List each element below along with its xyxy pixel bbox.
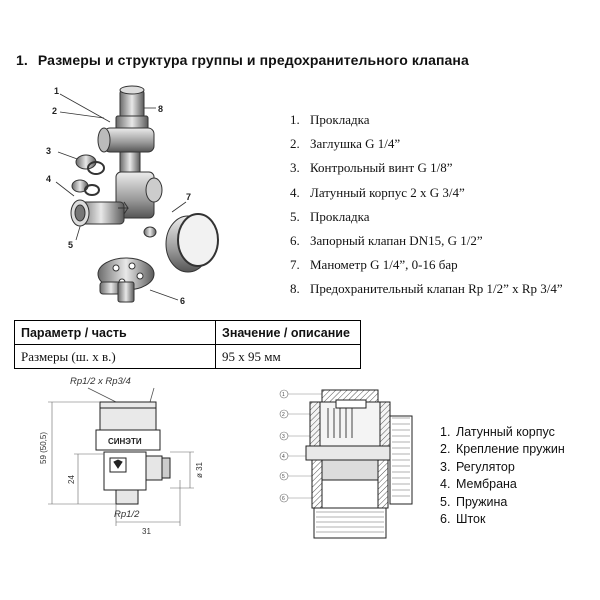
callout-8: 8 <box>158 104 163 114</box>
item-label: Прокладка <box>310 112 370 127</box>
item-number: 2. <box>440 442 451 457</box>
table-header-row: Параметр / часть Значение / описание <box>14 320 361 345</box>
parts-list-item: 8. Предохранительный клапан Rp 1/2” x Rp … <box>290 277 563 301</box>
parts-list-item: 4. Латунный корпус 2 x G 3/4” <box>290 181 563 205</box>
item-number: 3. <box>440 459 451 474</box>
table-cell: 95 x 95 мм <box>215 344 361 369</box>
valve-body-outline <box>95 401 171 505</box>
spec-table: Параметр / часть Значение / описание Раз… <box>14 320 361 369</box>
item-label: Контрольный винт G 1/8” <box>310 160 453 176</box>
parts-list-item: 7. Манометр G 1/4”, 0-16 бар <box>290 253 563 277</box>
item-label: Запорный клапан DN15, G 1/2” <box>310 233 483 249</box>
list-item: 4. Мембрана <box>440 476 565 493</box>
section-callout-3: 3 <box>282 434 285 440</box>
item-number: 7. <box>290 257 300 273</box>
item-number: 3. <box>290 160 300 176</box>
item-label: Мембрана <box>456 477 517 492</box>
section-body <box>305 389 413 539</box>
dim-diameter: ø 31 <box>195 461 204 478</box>
parts-list-item: 2. Заглушка G 1/4” <box>290 132 563 156</box>
list-item: 1. Латунный корпус <box>440 424 565 441</box>
item-number: 8. <box>290 281 300 297</box>
item-label: Манометр G 1/4”, 0-16 бар <box>310 257 458 273</box>
bottom-label: Rp1/2 <box>114 509 140 520</box>
item-number: 6. <box>290 233 300 249</box>
callout-3: 3 <box>46 146 51 156</box>
list-item: 6. Шток <box>440 511 565 528</box>
shutoff-valve-part <box>97 257 155 303</box>
top-label: Rp1/2 x Rp3/4 <box>70 376 131 387</box>
valve-parts-list: 1. Латунный корпус 2. Крепление пружин 3. Р… <box>440 424 565 528</box>
parts-list-item: 3. Контрольный винт G 1/8” <box>290 156 563 180</box>
dim-width: 31 <box>142 527 151 536</box>
brand-label: СИНЭТИ <box>108 437 142 446</box>
callout-4: 4 <box>46 174 51 184</box>
manometer-part <box>165 213 219 273</box>
cross-section-drawing: 1 2 3 4 5 6 <box>279 389 413 539</box>
item-label: Латунный корпус <box>456 425 555 439</box>
callout-1: 1 <box>54 86 59 96</box>
parts-list-item: 1. Прокладка <box>290 108 563 132</box>
item-label: Пружина <box>456 494 508 509</box>
item-number: 2. <box>290 136 300 152</box>
item-label: Латунный корпус 2 x G 3/4” <box>310 184 465 200</box>
section-callout-5: 5 <box>282 474 285 480</box>
brass-body-part <box>70 171 163 227</box>
table-row: Размеры (ш. х в.) 95 x 95 мм <box>14 344 361 369</box>
list-item: 5. Пружина <box>440 494 565 511</box>
dim-height: 59 (50,5) <box>39 432 48 464</box>
item-label: Предохранительный клапан Rp 1/2” x Rp 3/… <box>310 281 563 297</box>
section-number: 1. <box>16 52 28 68</box>
table-header: Параметр / часть <box>14 320 216 345</box>
list-item: 2. Крепление пружин <box>440 441 565 458</box>
item-number: 6. <box>440 512 451 527</box>
item-label: Прокладка <box>310 208 370 224</box>
item-number: 5. <box>440 494 451 509</box>
list-item: 3. Регулятор <box>440 459 565 476</box>
section-heading: 1. Размеры и структура группы и предохран… <box>16 52 469 68</box>
item-label: Крепление пружин <box>456 442 565 457</box>
section-callout-2: 2 <box>282 412 285 418</box>
item-number: 1. <box>290 112 300 127</box>
parts-list-item: 5. Прокладка <box>290 205 563 229</box>
item-label: Шток <box>456 512 486 527</box>
callout-6: 6 <box>180 296 185 306</box>
item-number: 4. <box>440 477 451 492</box>
section-callout-4: 4 <box>282 454 285 460</box>
dimension-drawing: Rp1/2 x Rp3/4 СИНЭТИ 59 (50,5) 24 ø 31 3… <box>39 376 204 536</box>
section-callout-6: 6 <box>282 496 285 502</box>
item-label: Заглушка G 1/4” <box>310 136 401 152</box>
section-callout-1: 1 <box>282 392 285 398</box>
callout-2: 2 <box>52 106 57 116</box>
dim-inner: 24 <box>67 475 76 484</box>
parts-list-item: 6. Запорный клапан DN15, G 1/2” <box>290 229 563 253</box>
item-number: 4. <box>290 184 300 200</box>
item-number: 1. <box>440 425 451 439</box>
item-label: Регулятор <box>456 459 515 474</box>
exploded-view-illustration: 1 2 3 4 5 6 7 8 <box>46 85 219 306</box>
section-title: Размеры и структура группы и предохранит… <box>37 52 469 68</box>
item-number: 5. <box>290 208 300 224</box>
callout-5: 5 <box>68 240 73 250</box>
safety-valve-part <box>97 85 155 175</box>
callout-7: 7 <box>186 192 191 202</box>
table-header: Значение / описание <box>215 320 361 345</box>
parts-list: 1. Прокладка 2. Заглушка G 1/4” 3. Контроль… <box>290 108 563 302</box>
table-cell: Размеры (ш. х в.) <box>14 344 216 369</box>
